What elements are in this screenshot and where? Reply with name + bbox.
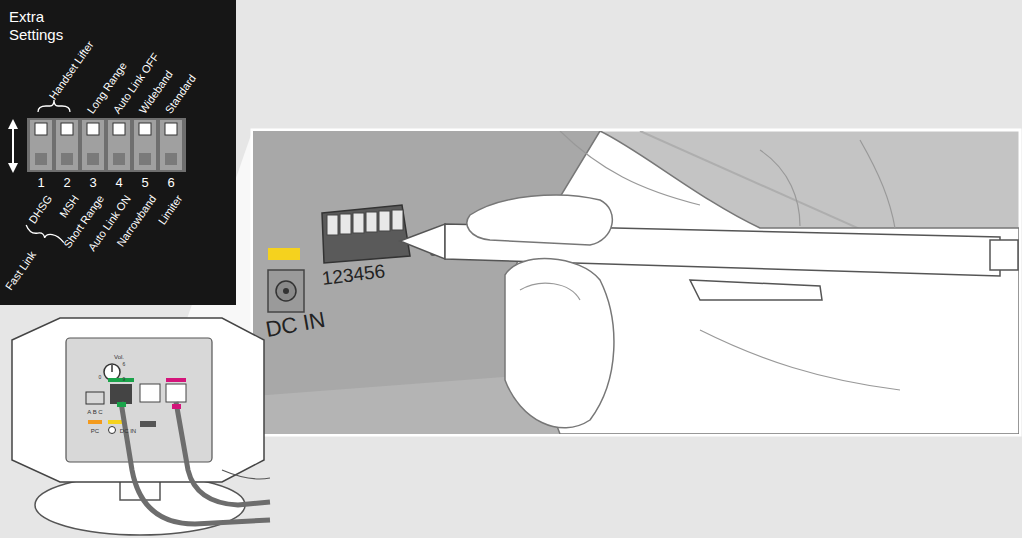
station-panel [66, 338, 212, 462]
switch-knob [87, 123, 99, 135]
volume-dial [104, 364, 120, 380]
dial-mark: 9 [123, 376, 126, 382]
switch-number: 6 [167, 175, 174, 191]
pc-color-mark [88, 420, 102, 424]
switch-knob [35, 123, 47, 135]
switch [30, 120, 52, 170]
hand-contour [860, 140, 895, 228]
switch-slot [35, 153, 47, 165]
toggle-arrow [12, 124, 14, 168]
hand-contour [760, 150, 800, 226]
switch-knob [113, 123, 125, 135]
socket [140, 384, 160, 402]
hand-contour [560, 131, 700, 205]
switch-number: 2 [63, 175, 70, 191]
aux-socket [166, 384, 186, 402]
switch-knob [165, 123, 177, 135]
dc-color-mark [108, 420, 122, 424]
switch [134, 120, 156, 170]
port-label: DC IN [120, 428, 136, 435]
dip-switch [379, 211, 390, 231]
switch [108, 120, 130, 170]
switch-slot [113, 153, 125, 165]
plug-mark [172, 404, 181, 409]
station-base [35, 475, 245, 535]
thumbnail [520, 283, 580, 300]
switch-slot [139, 153, 151, 165]
zoom-content [253, 131, 1019, 434]
dc-jack-pin [283, 288, 289, 294]
switch-number: 1 [37, 175, 44, 191]
switch [160, 120, 182, 170]
switch [56, 120, 78, 170]
switch-diagram [0, 0, 240, 310]
switch-slot [61, 153, 73, 165]
dc-jack [268, 270, 304, 312]
thumb [505, 259, 614, 428]
pen-clip [690, 280, 822, 300]
phone-color-mark [108, 378, 134, 382]
dc-jack-ring [276, 281, 296, 301]
dip-switch [340, 214, 351, 234]
switch-slot [165, 153, 177, 165]
pen-button [990, 240, 1018, 270]
phone-socket [110, 384, 132, 404]
station-body [12, 318, 264, 482]
mode-icon [86, 392, 104, 404]
aux-color-mark [166, 378, 186, 382]
mode-label: A B C [87, 409, 102, 416]
dc-jack [109, 427, 116, 434]
switch-knob [139, 123, 151, 135]
zoom-frame [252, 130, 1020, 435]
dip-switch [327, 215, 338, 235]
switches [30, 120, 182, 170]
switch-number: 3 [89, 175, 96, 191]
dip-switch [392, 210, 403, 230]
cable [121, 402, 270, 524]
switch-number: 5 [141, 175, 148, 191]
switch-knob [61, 123, 73, 135]
dial-mark: 0 [99, 374, 102, 380]
index-finger [467, 195, 612, 245]
switch [82, 120, 104, 170]
hand-contour [700, 330, 900, 390]
switch-slot [87, 153, 99, 165]
port-label: PC [91, 428, 99, 435]
dip-switch-block [140, 421, 156, 427]
panel-title: Extra Settings [9, 8, 89, 44]
pen-tip [400, 224, 445, 259]
dial-mark: 6 [123, 361, 126, 367]
cable [176, 402, 270, 505]
plug-mark [117, 402, 126, 407]
dial-pointer [111, 365, 113, 372]
switch-number: 4 [115, 175, 122, 191]
dial-label: Vol. [114, 354, 124, 361]
wire [222, 470, 270, 479]
dc-color-mark [268, 248, 300, 260]
dip-switch [366, 212, 377, 232]
dip-switch [353, 213, 364, 233]
switch-bank [27, 118, 186, 172]
dip-recess [322, 205, 410, 263]
